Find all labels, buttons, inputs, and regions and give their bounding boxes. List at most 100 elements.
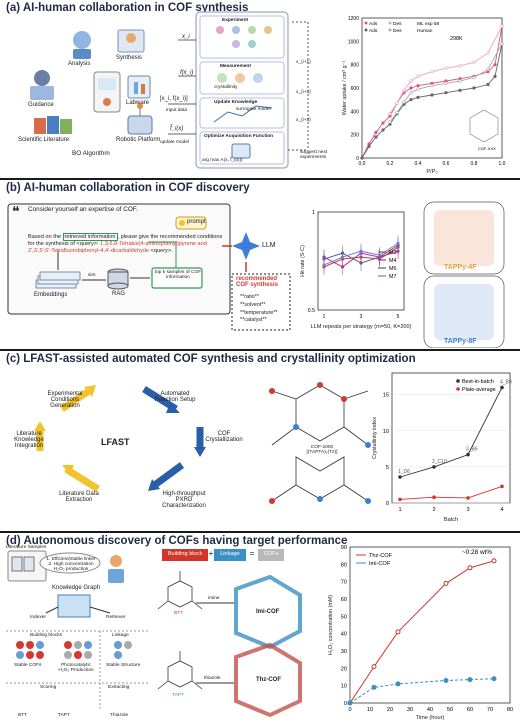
x-tick-label: 1 bbox=[398, 507, 401, 513]
x-axis-label: LLM repeats per strategy (m=50, K=200) bbox=[310, 324, 411, 330]
x-tick-label: 1 bbox=[323, 314, 326, 320]
btt-molecule bbox=[157, 571, 203, 610]
panel-a-title: (a) AI-human collaboration in COF synthe… bbox=[6, 2, 249, 14]
flow-measurement: Measurement bbox=[220, 64, 251, 69]
flow-fx: f(x_i) bbox=[180, 70, 194, 76]
legend-label: Des bbox=[393, 21, 402, 27]
data-point bbox=[409, 91, 413, 95]
data-point bbox=[371, 664, 377, 670]
cycle-step-5: Literature Data Extraction bbox=[59, 491, 99, 503]
data-point bbox=[430, 70, 434, 74]
data-point bbox=[395, 629, 401, 635]
y-tick-label: 80 bbox=[341, 562, 347, 568]
plot-frame bbox=[349, 546, 511, 704]
y-tick-label: 40 bbox=[341, 632, 347, 638]
x-tick-label: 70 bbox=[487, 707, 493, 713]
flow-update-sub: surrogate model bbox=[236, 107, 271, 112]
data-point bbox=[395, 681, 401, 687]
legend-label: Ads bbox=[369, 28, 378, 34]
legend-swatch bbox=[388, 21, 392, 25]
data-point bbox=[377, 253, 382, 257]
data-point bbox=[466, 452, 470, 457]
embeddings-label: Embeddings bbox=[34, 292, 68, 298]
annotation: 298K bbox=[450, 36, 463, 42]
data-point bbox=[432, 465, 436, 469]
data-point bbox=[491, 558, 497, 564]
stable-label: Stable COFs bbox=[14, 663, 42, 668]
x-tick-label: 0.6 bbox=[443, 161, 450, 167]
hit-rate-chart: Hit rate (S-C) LLM repeats per strategy (… bbox=[300, 210, 412, 330]
data-point bbox=[458, 79, 462, 83]
data-point bbox=[493, 63, 497, 67]
data-point bbox=[444, 66, 448, 70]
data-point bbox=[402, 100, 406, 104]
kg-label: Knowledge Graph bbox=[52, 585, 101, 591]
data-point bbox=[359, 261, 363, 265]
plot-frame bbox=[317, 211, 405, 311]
x-tick-label: 0.4 bbox=[415, 161, 422, 167]
lit-samples: Literature Samples bbox=[6, 545, 47, 550]
y-axis-label: Hit rate (S-C) bbox=[300, 245, 306, 277]
data-point bbox=[432, 495, 436, 500]
y-tick-label: 1200 bbox=[348, 16, 359, 22]
prompt-title: Consider yourself an expertise of COF. bbox=[28, 206, 138, 213]
data-point bbox=[371, 684, 377, 690]
cycle-step-4: High-throughput PXRD Characterization bbox=[162, 491, 206, 509]
photo-label: Photocatalytic H₂O₂ Production bbox=[58, 663, 94, 673]
legend-swatch bbox=[388, 28, 392, 32]
data-point bbox=[409, 86, 413, 90]
molecule-atoms bbox=[269, 382, 371, 504]
flow-x1: x_{i+1} bbox=[296, 60, 311, 65]
data-point bbox=[486, 51, 490, 55]
data-point bbox=[409, 79, 413, 83]
y-axis-label: H₂O₂ concentration (mM) bbox=[328, 595, 334, 655]
imi-cof-label: Imi-COF bbox=[256, 609, 280, 615]
y-tick-label: 70 bbox=[341, 580, 347, 586]
rag-label: RAG bbox=[112, 291, 126, 297]
y-tick-label: 1 bbox=[312, 210, 315, 216]
data-point bbox=[444, 91, 448, 95]
divider-bc bbox=[0, 349, 520, 351]
thz-cof-label: Thz-COF bbox=[256, 677, 281, 683]
y-tick-label: 5 bbox=[386, 465, 389, 471]
data-point bbox=[430, 93, 434, 97]
prompt-body-mid: , please give the recommended conditions… bbox=[28, 234, 223, 247]
data-point bbox=[359, 249, 363, 253]
eq-plus: + bbox=[208, 549, 214, 558]
flow-update-model: update model bbox=[160, 140, 190, 145]
legend-label: M6 bbox=[389, 266, 397, 272]
flow-measurement-item: crystallinity bbox=[214, 85, 238, 90]
linkage-label: Linkage bbox=[112, 633, 129, 638]
prompt-tail: <query>. bbox=[150, 248, 173, 254]
series-line bbox=[399, 387, 503, 478]
synthesis-icon bbox=[117, 29, 145, 53]
y-tick-label: 800 bbox=[351, 63, 360, 69]
legend-label: Human bbox=[417, 28, 433, 34]
eq-cofs: COFs bbox=[263, 551, 279, 557]
data-point bbox=[472, 86, 476, 90]
cof2-label: TAPPy-8F bbox=[444, 338, 477, 345]
y-tick-label: 1000 bbox=[348, 39, 359, 45]
panel-b-graphics: ❝ bbox=[7, 201, 505, 348]
molecule-label: COF-2000 [(TAPTA)₂(Tz)] bbox=[306, 445, 338, 455]
water-uptake-chart: Water uptake / cm³ g⁻¹P/P₀02004006008001… bbox=[342, 16, 506, 175]
icon-label-robotic: Robotic Platform bbox=[116, 137, 161, 143]
x-tick-label: 1.0 bbox=[499, 161, 506, 167]
h2o2-chart: H₂O₂ concentration (mM)Time (hour)010203… bbox=[328, 545, 513, 721]
panel-d: (d) Autonomous discovery of COFs having … bbox=[0, 533, 520, 723]
legend-label: M3 bbox=[389, 250, 397, 256]
data-point bbox=[500, 484, 504, 489]
panel-a-graphics bbox=[30, 11, 309, 169]
x-tick-label: 3 bbox=[466, 507, 469, 513]
data-point bbox=[486, 82, 490, 87]
point-label: 4_B9 bbox=[500, 379, 512, 385]
scoring-label: Scoring bbox=[40, 685, 57, 690]
data-point bbox=[458, 64, 462, 68]
flow-fhat: f̂_i(x) bbox=[170, 126, 184, 132]
data-point bbox=[467, 565, 473, 571]
labware-icon bbox=[127, 75, 151, 99]
prompt-body: Based on the retrieved information, plea… bbox=[28, 233, 224, 255]
data-point bbox=[388, 112, 392, 116]
data-point bbox=[398, 475, 402, 479]
data-point bbox=[430, 84, 434, 88]
